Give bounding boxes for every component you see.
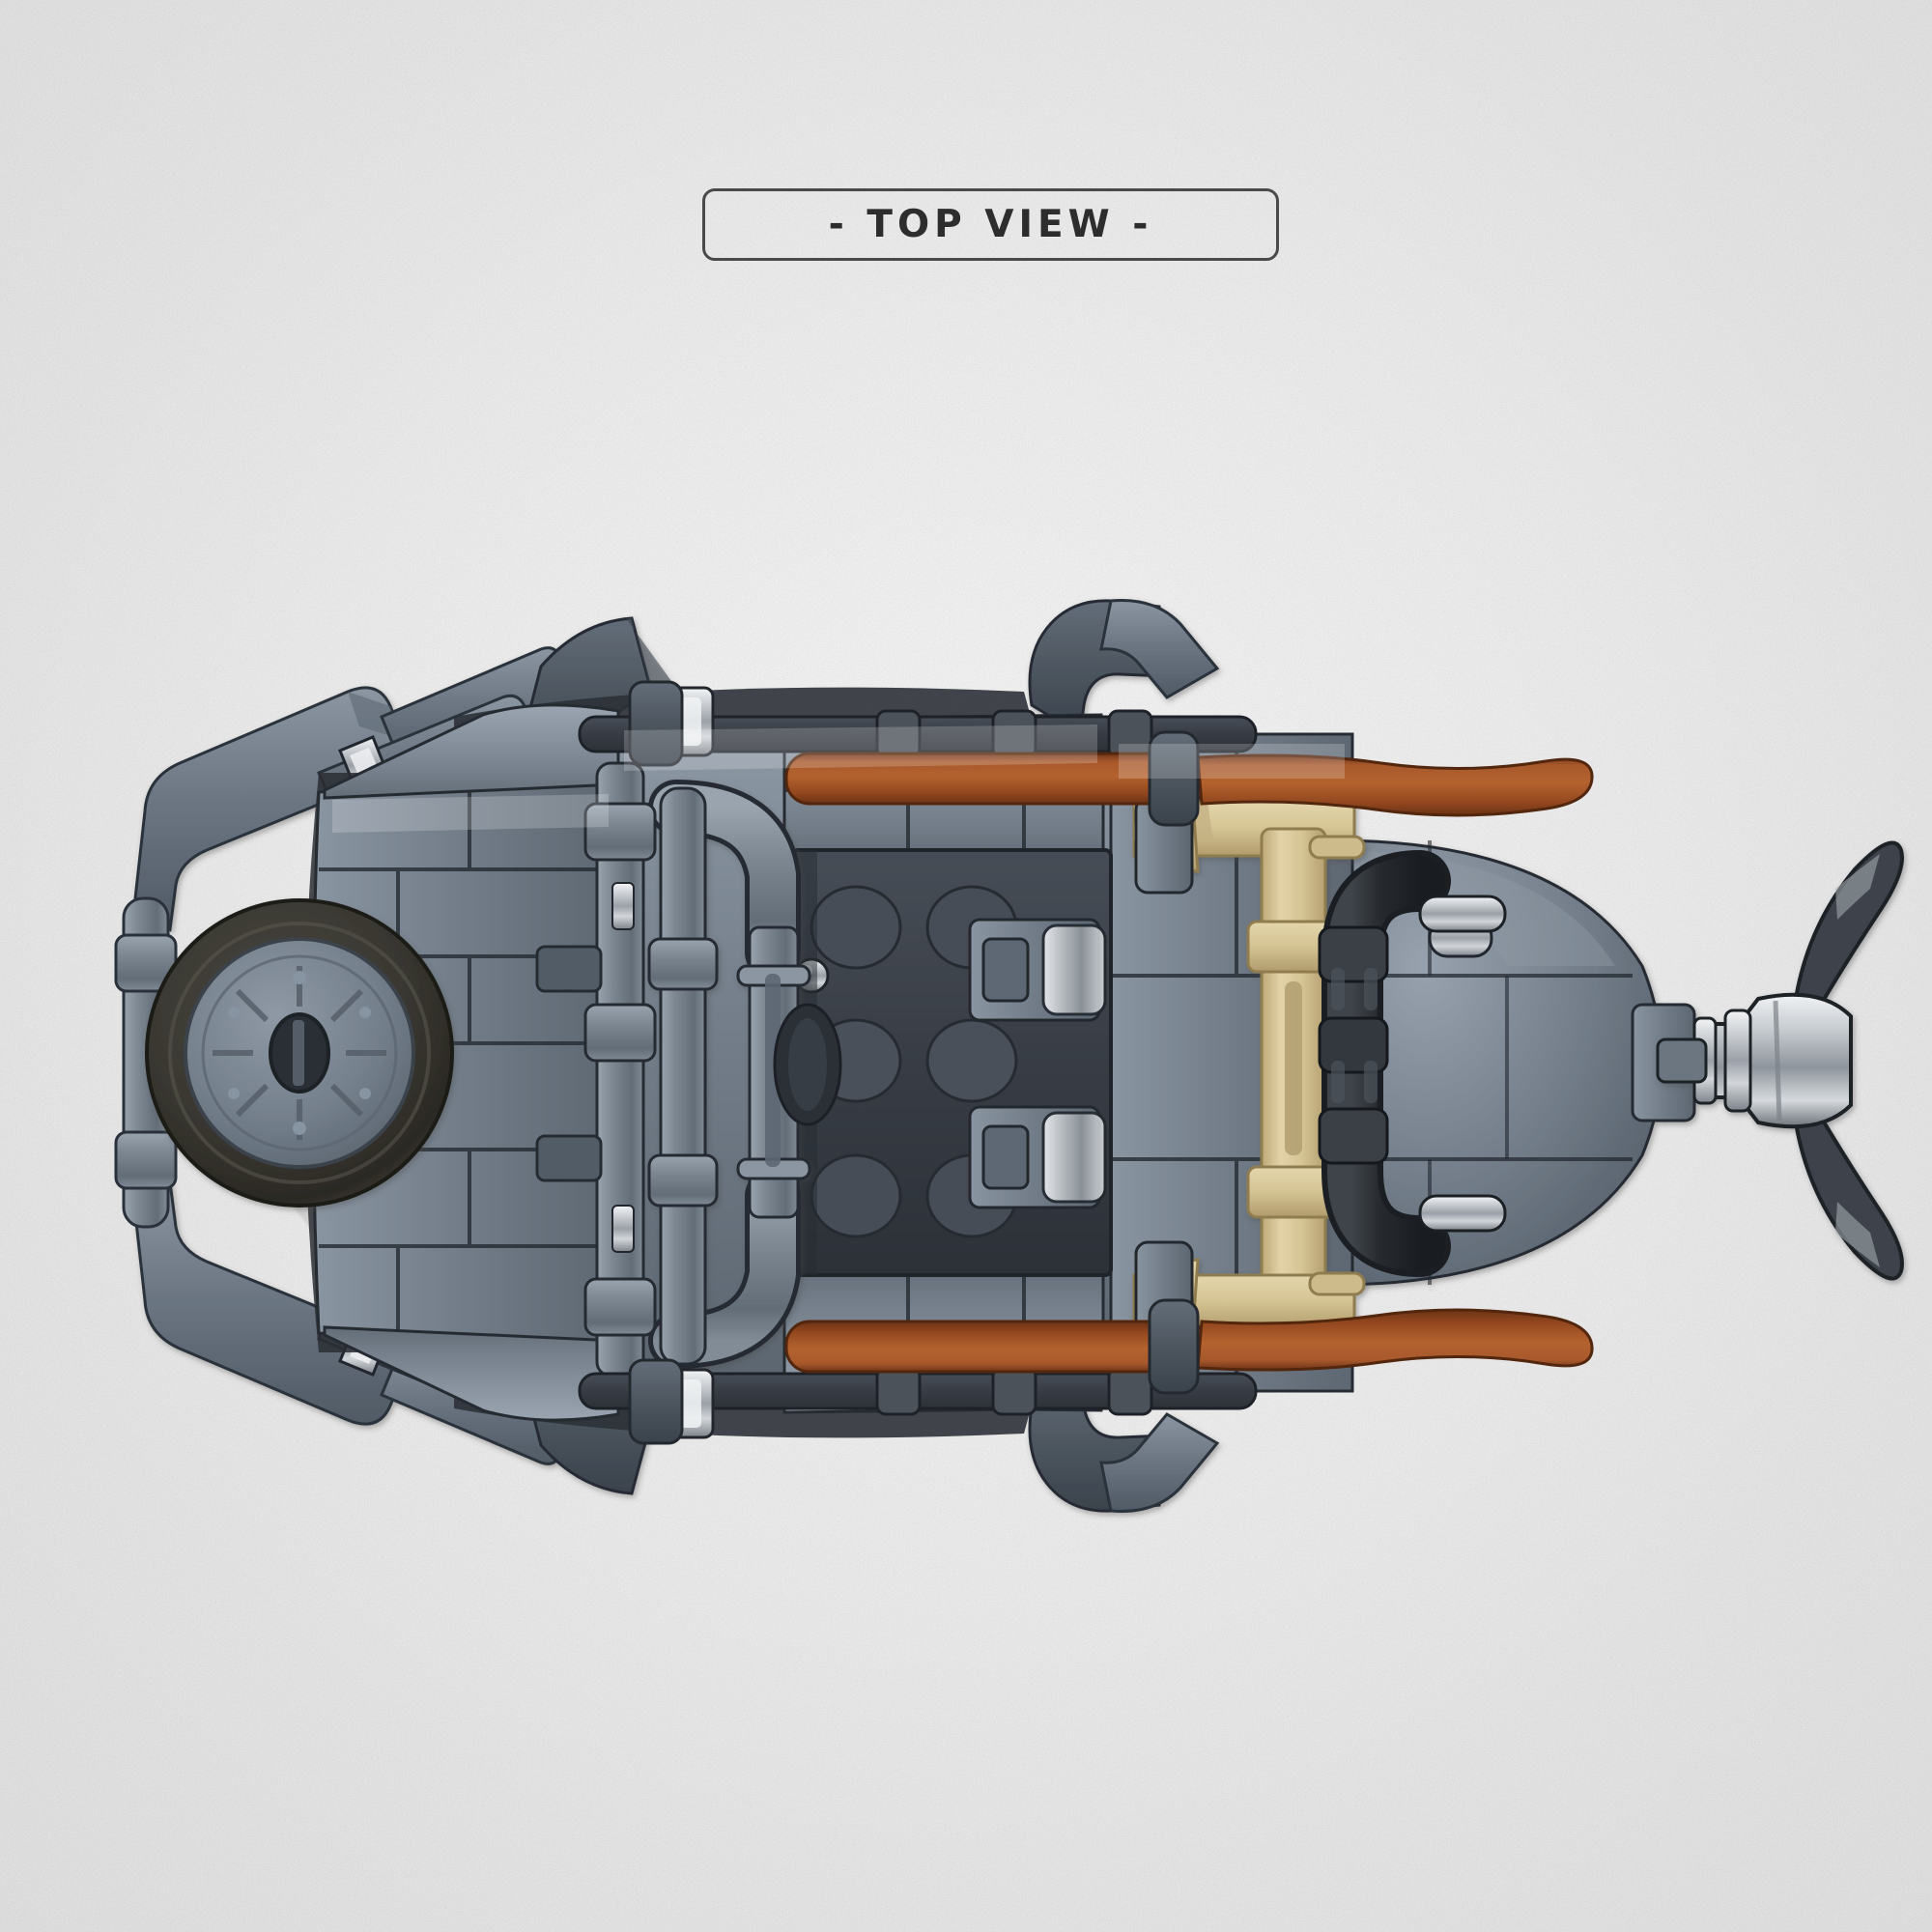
front-wheel <box>145 898 454 1208</box>
arm-upper-right <box>1028 599 1220 737</box>
lower-rust-paddle <box>1196 1308 1594 1372</box>
black-hose-loop <box>1318 850 1507 1277</box>
propeller-blade-lower <box>1792 1106 1904 1281</box>
lower-rust-rail <box>784 1320 1209 1374</box>
body-highlights <box>332 724 1345 833</box>
upper-rust-paddle <box>1196 753 1594 817</box>
view-label-chip: - TOP VIEW - <box>702 188 1279 261</box>
propeller-blade-upper <box>1792 840 1904 1015</box>
bracket-bottom <box>968 1105 1107 1209</box>
side-bracket-fittings <box>968 918 1107 1209</box>
hose-rings <box>1318 925 1389 1165</box>
lower-rails <box>578 1298 1594 1445</box>
wheel-bolts <box>228 971 371 1135</box>
upper-rails <box>578 680 1594 827</box>
propeller-axle <box>1656 1037 1708 1084</box>
hidden-round-plate <box>773 1003 842 1126</box>
view-label-text: - TOP VIEW - <box>828 203 1153 246</box>
upper-dark-rail-collars <box>875 709 1153 759</box>
hose-end-chrome-top <box>1418 895 1507 933</box>
tan-beam-rings <box>1246 920 1341 1219</box>
bracket-top <box>968 918 1107 1022</box>
lower-dark-rail-collars <box>875 1366 1153 1416</box>
propeller-assembly <box>1656 840 1904 1281</box>
hose-end-chrome-bottom <box>1418 1194 1507 1233</box>
